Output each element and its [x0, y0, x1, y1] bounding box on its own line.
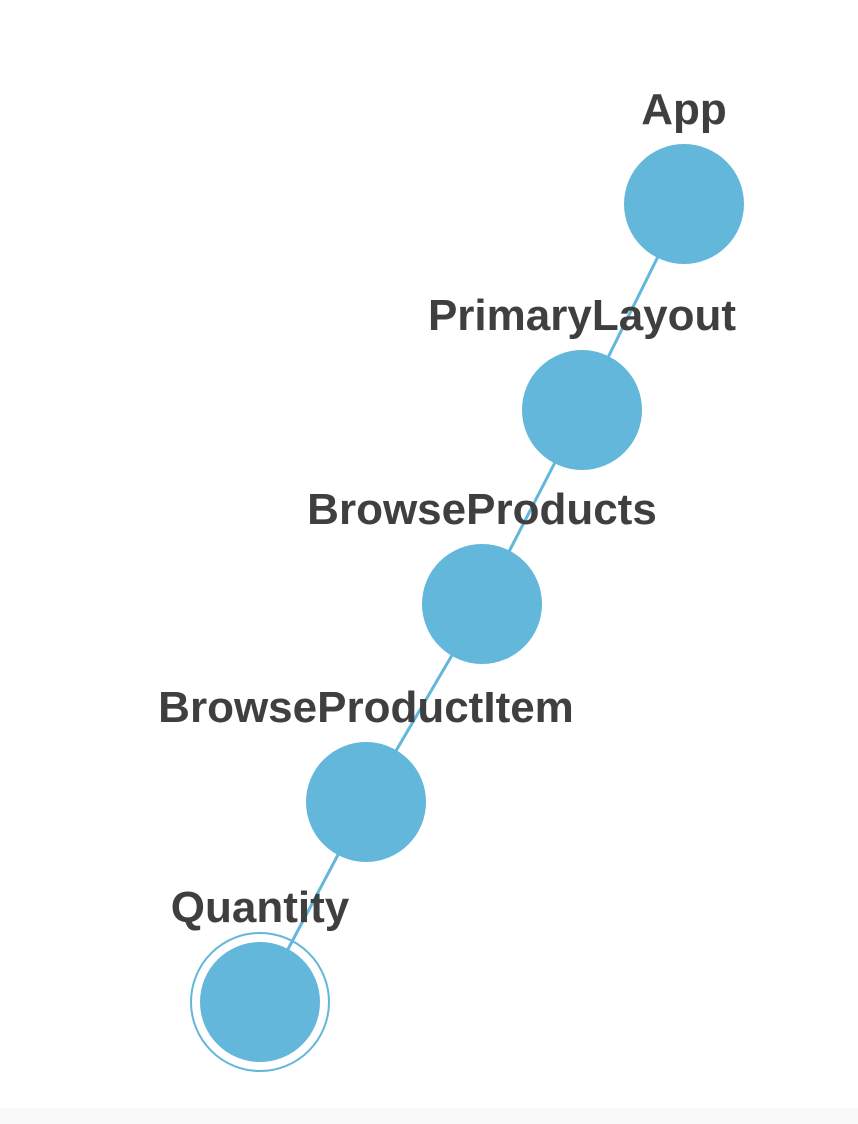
- node-label: App: [641, 85, 727, 134]
- tree-node-quantity[interactable]: Quantity: [171, 883, 350, 1072]
- node-circle[interactable]: [624, 144, 744, 264]
- node-circle[interactable]: [306, 742, 426, 862]
- selected-node-ring: [190, 932, 330, 1072]
- bottom-strip: [0, 1108, 858, 1124]
- tree-node-browse-products[interactable]: BrowseProducts: [307, 485, 657, 664]
- node-circle[interactable]: [422, 544, 542, 664]
- node-label: BrowseProductItem: [158, 683, 574, 732]
- tree-node-app[interactable]: App: [624, 85, 744, 264]
- node-label: BrowseProducts: [307, 485, 657, 534]
- node-circle[interactable]: [200, 942, 320, 1062]
- node-label: Quantity: [171, 883, 350, 932]
- tree-node-browse-product-item[interactable]: BrowseProductItem: [158, 683, 574, 862]
- node-label: PrimaryLayout: [428, 291, 736, 340]
- tree-node-primary-layout[interactable]: PrimaryLayout: [428, 291, 736, 470]
- node-circle[interactable]: [522, 350, 642, 470]
